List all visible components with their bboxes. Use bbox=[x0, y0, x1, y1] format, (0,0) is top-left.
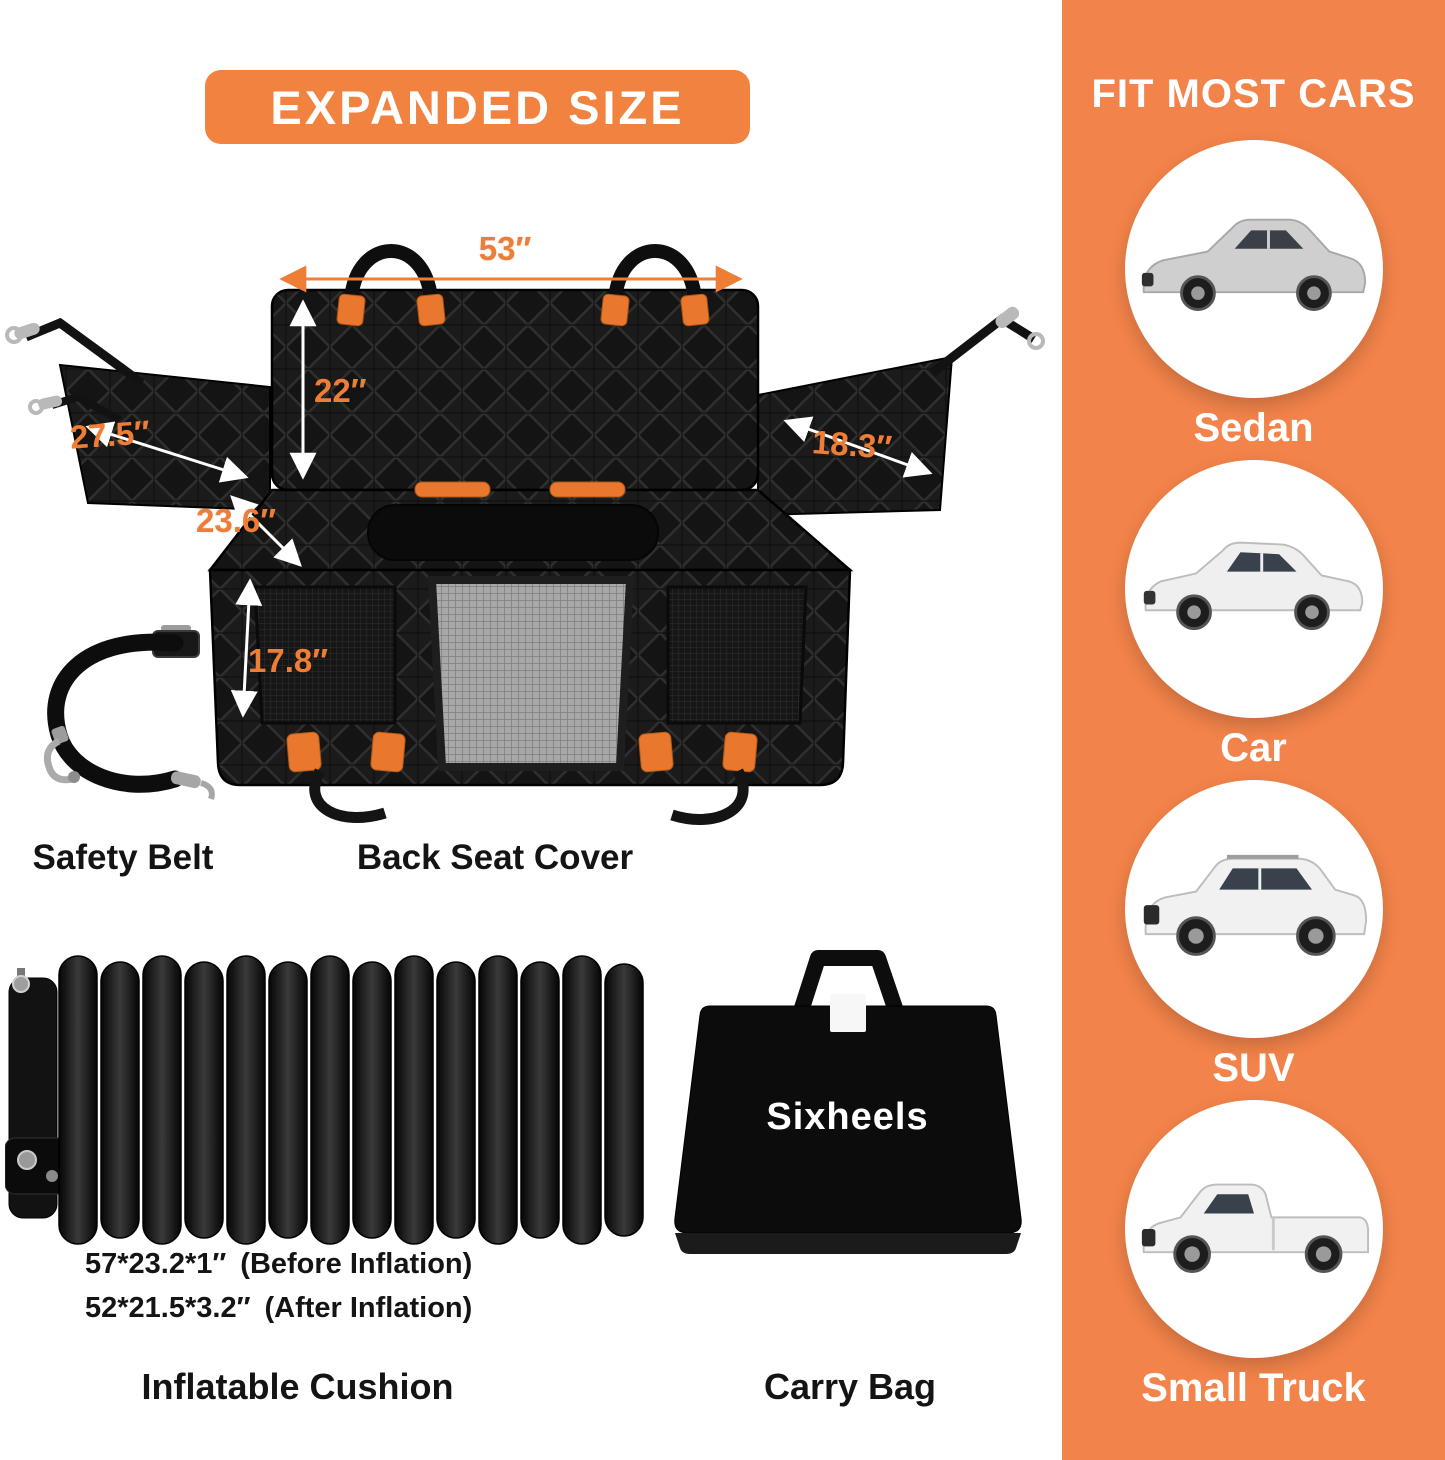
safety-belt-image bbox=[43, 625, 215, 800]
seat-cover-diagram bbox=[0, 215, 1060, 845]
seat-cover-image bbox=[5, 244, 1045, 825]
carry-bag-image: Sixheels bbox=[650, 948, 1045, 1258]
carry-bag-label: Carry Bag bbox=[763, 1366, 937, 1407]
vehicle-item-small-truck: Small Truck bbox=[1062, 1100, 1445, 1411]
panel-title: FIT MOST CARS bbox=[1091, 72, 1416, 116]
carry-bag-svg bbox=[674, 950, 1022, 1254]
vehicle-item-sedan: Sedan bbox=[1062, 140, 1445, 451]
inflatable-cushion-image bbox=[4, 950, 650, 1250]
before-size-value: 57*23.2*1″ bbox=[85, 1248, 227, 1280]
small-truck-illustration bbox=[1141, 1183, 1369, 1273]
after-size-value: 52*21.5*3.2″ bbox=[85, 1292, 251, 1324]
dimension-left-flap: 27.5″ bbox=[68, 413, 152, 456]
suv-illustration bbox=[1143, 854, 1367, 956]
banner-title: EXPANDED SIZE bbox=[270, 80, 685, 134]
small-truck-photo bbox=[1124, 1100, 1383, 1358]
right-side-flap bbox=[757, 306, 1045, 517]
before-size-note: (Before Inflation) bbox=[240, 1248, 473, 1280]
vehicle-label-suv: SUV bbox=[1212, 1046, 1295, 1090]
dimension-front-drop: 17.8″ bbox=[248, 642, 329, 679]
backrest-panel bbox=[270, 244, 760, 492]
fit-most-cars-panel: FIT MOST CARS Sedan bbox=[1062, 0, 1445, 1460]
cushion-size-after: 52*21.5*3.2″ (After Inflation) bbox=[85, 1292, 472, 1325]
dimension-arrows bbox=[85, 265, 933, 718]
vehicle-label-car: Car bbox=[1220, 726, 1287, 770]
vehicle-label-small-truck: Small Truck bbox=[1141, 1366, 1366, 1410]
dimension-backrest-height: 22″ bbox=[314, 372, 367, 409]
carry-bag-brand: Sixheels bbox=[766, 1096, 929, 1138]
vehicle-label-sedan: Sedan bbox=[1193, 406, 1314, 450]
cushion-svg bbox=[4, 955, 644, 1245]
back-seat-cover-label: Back Seat Cover bbox=[356, 838, 634, 877]
sedan-illustration bbox=[1141, 218, 1366, 312]
right-pocket bbox=[666, 585, 808, 725]
expanded-size-banner: EXPANDED SIZE bbox=[205, 70, 750, 144]
sedan-photo bbox=[1124, 140, 1383, 398]
suv-photo bbox=[1124, 780, 1383, 1038]
dimension-seat-depth: 23.6″ bbox=[196, 502, 277, 539]
cushion-size-before: 57*23.2*1″ (Before Inflation) bbox=[85, 1248, 472, 1281]
car-photo bbox=[1124, 460, 1383, 718]
inflatable-cushion-label: Inflatable Cushion bbox=[141, 1366, 454, 1407]
vehicle-item-suv: SUV bbox=[1062, 780, 1445, 1091]
car-illustration bbox=[1143, 541, 1363, 631]
safety-belt-label: Safety Belt bbox=[32, 838, 214, 877]
seat-panel bbox=[207, 481, 854, 572]
vehicle-item-car: Car bbox=[1062, 460, 1445, 771]
bag-tag bbox=[830, 994, 866, 1032]
after-size-note: (After Inflation) bbox=[264, 1292, 473, 1324]
dimension-right-flap: 18.3″ bbox=[810, 423, 894, 466]
dimension-top-width: 53″ bbox=[478, 230, 532, 267]
mesh-window bbox=[427, 576, 635, 771]
front-flap bbox=[208, 568, 852, 825]
